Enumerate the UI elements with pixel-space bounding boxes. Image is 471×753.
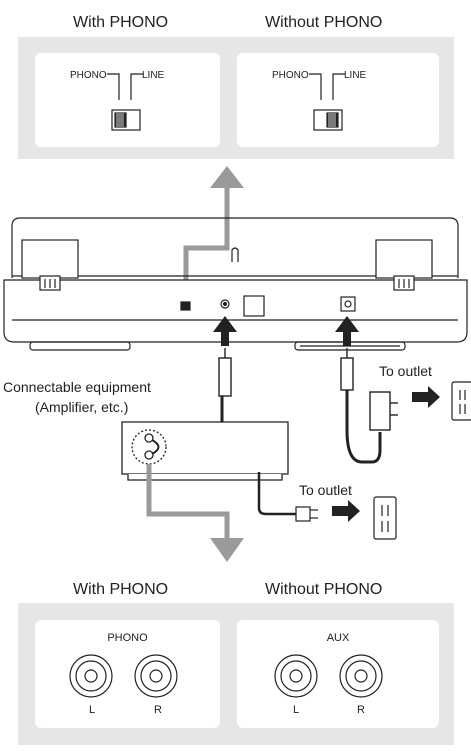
bottom-with-phono-heading: With PHONO [73,581,169,598]
amplifier-box [121,421,289,481]
aux-input-card: AUX L R [237,620,439,728]
wall-outlet-icon [373,381,471,540]
without-phono-switch-card: PHONO LINE [237,53,439,147]
amplifier-power-cord [257,472,318,522]
to-outlet-arrow-icon [332,386,440,522]
phono-right-label: R [154,704,162,716]
phono-left-label: L [89,704,96,716]
to-outlet-label-1: To outlet [379,363,432,379]
with-phono-switch-card: PHONO LINE [35,53,220,147]
aux-right-jack-icon [339,654,383,698]
top-without-phono-heading: Without PHONO [265,14,383,31]
phono-right-jack-icon [134,654,178,698]
equipment-label-line2: (Amplifier, etc.) [35,399,129,415]
aux-right-label: R [357,704,365,716]
switch-phono-label: PHONO [70,70,107,81]
switch-phono-position-icon [107,73,143,131]
bottom-without-phono-heading: Without PHONO [265,581,383,598]
aux-left-jack-icon [274,654,318,698]
phono-input-card: PHONO L R [35,620,220,728]
switch-line-label-2: LINE [344,70,367,81]
switch-phono-label-2: PHONO [272,70,309,81]
top-with-phono-heading: With PHONO [73,14,169,31]
aux-input-label: AUX [326,632,350,644]
audio-cable-arrow-icon [213,316,359,346]
phono-input-label: PHONO [107,632,148,644]
switch-line-label: LINE [142,70,165,81]
equipment-label-line1: Connectable equipment [3,379,151,395]
down-arrow-icon [146,464,244,562]
up-arrow-icon [183,166,244,290]
to-outlet-label-2: To outlet [299,482,352,498]
switch-line-position-icon [309,73,345,131]
aux-left-label: L [293,704,300,716]
ac-adapter-cable [340,348,398,464]
phono-left-jack-icon [69,654,113,698]
